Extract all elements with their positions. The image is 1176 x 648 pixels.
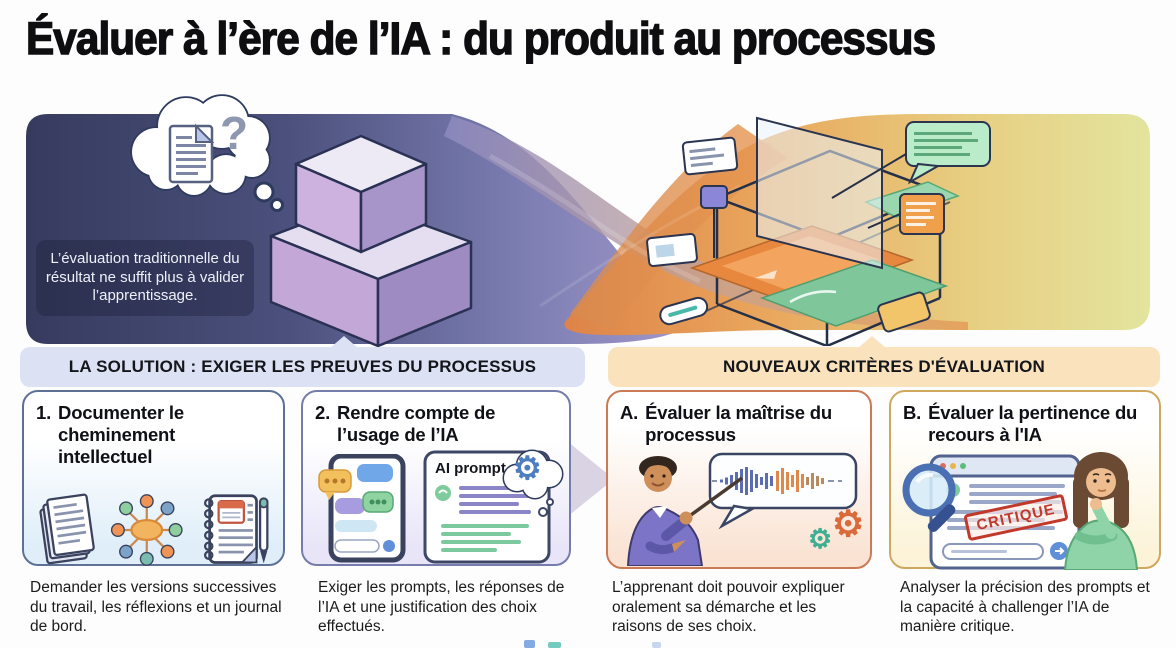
mind-map-icon xyxy=(110,494,183,567)
criteria-section-header: NOUVEAUX CRITÈRES D'ÉVALUATION xyxy=(608,336,1160,387)
question-mark-icon: ? xyxy=(220,107,249,159)
caption-maitrise: L’apprenant doit pouvoir expliquer orale… xyxy=(612,579,845,636)
card-maitrise-processus: A. Évaluer la maîtrise du processus xyxy=(606,390,872,569)
footer-mark xyxy=(524,640,535,648)
gear-icon: ⚙ xyxy=(832,502,865,544)
ai-prompt-label: AI prompt xyxy=(435,460,506,477)
page-title: Évaluer à l’ère de l’IA : du produit au … xyxy=(25,12,936,64)
process-layers-illustration xyxy=(646,116,991,346)
card-title: A. Évaluer la maîtrise du processus xyxy=(620,402,832,445)
footer-mark xyxy=(652,642,661,648)
band-cross-ribbon xyxy=(444,116,968,330)
gear-icon: ⚙ xyxy=(808,523,833,554)
thought-bubble-trail xyxy=(253,181,275,203)
callout-card-icon xyxy=(681,136,739,176)
thought-cloud-shape xyxy=(130,94,284,212)
pen-icon xyxy=(259,497,269,564)
thinking-person-icon xyxy=(1063,451,1139,570)
caption-pertinence: Analyser la précision des prompts et la … xyxy=(900,579,1150,636)
caption-rendre-compte: Exiger les prompts, les réponses de l’IA… xyxy=(318,579,565,636)
teal-pill-icon xyxy=(659,296,709,326)
card-title: 2. Rendre compte de l’usage de l’IA xyxy=(315,402,496,445)
card-title: B. Évaluer la pertinence du recours à l'… xyxy=(903,402,1138,445)
footer-mark xyxy=(548,642,561,648)
small-card-icon xyxy=(646,232,698,268)
card-rendre-compte: 2. Rendre compte de l’usage de l’IA AI p… xyxy=(301,390,571,566)
speech-waveform-icon xyxy=(708,452,858,530)
band-cross-ribbon-2 xyxy=(570,124,788,330)
card-title: 1. Documenter le cheminement intellectue… xyxy=(36,402,184,467)
caption-documenter: Demander les versions successives du tra… xyxy=(30,579,282,636)
magnifier-icon xyxy=(902,463,956,532)
speech-card-icon xyxy=(905,121,991,185)
purple-node-icon xyxy=(700,185,728,209)
solution-section-header: LA SOLUTION : EXIGER LES PREUVES DU PROC… xyxy=(20,336,585,387)
thought-cloud: ? xyxy=(106,80,288,218)
orange-card-icon xyxy=(899,193,945,235)
card-documenter: 1. Documenter le cheminement intellectue… xyxy=(22,390,285,567)
chat-phone-icon xyxy=(318,453,406,563)
gradient-flow-band xyxy=(26,114,1150,346)
document-stack-icon xyxy=(39,494,95,565)
gear-icon: ⚙ xyxy=(513,449,542,486)
presenter-icon xyxy=(626,455,744,566)
document-icon xyxy=(168,123,215,184)
solution-header-notch xyxy=(330,336,358,348)
criteria-header-notch xyxy=(858,336,886,348)
journal-calendar-pen-icon xyxy=(204,494,269,565)
cloud-gear-icon xyxy=(502,449,564,500)
card-pertinence-ia: B. Évaluer la pertinence du recours à l'… xyxy=(889,390,1161,570)
product-box-illustration xyxy=(269,134,473,348)
yellow-card-icon xyxy=(877,291,931,333)
problem-caption: L’évaluation traditionnelle du résultat … xyxy=(36,240,254,316)
